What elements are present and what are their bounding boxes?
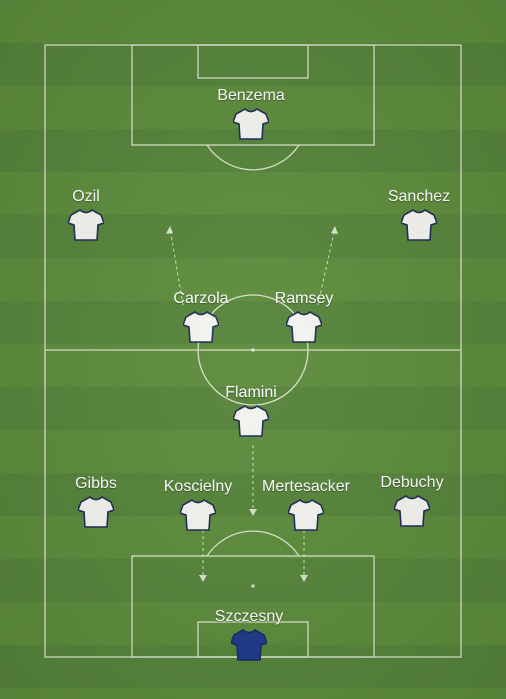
player-mertesacker[interactable]: Mertesacker [246,478,366,531]
player-debuchy[interactable]: Debuchy [352,474,472,527]
top-goal-area [197,44,309,79]
run-arrow-ramsey [317,227,336,306]
run-arrow-carzola [169,227,184,306]
player-name: Debuchy [380,474,444,491]
white-shirt-icon [288,499,324,531]
player-ramsey[interactable]: Ramsey [244,290,364,343]
top-penalty-arc [206,144,300,171]
player-name: Ozil [72,188,100,205]
centre-spot [251,348,255,352]
navy-goalkeeper-shirt-icon [231,629,267,661]
bottom-penalty-arc [206,530,300,557]
player-ozil[interactable]: Ozil [26,188,146,241]
player-name: Carzola [173,290,229,307]
player-name: Mertesacker [261,478,351,495]
player-koscielny[interactable]: Koscielny [138,478,258,531]
player-carzola[interactable]: Carzola [141,290,261,343]
white-shirt-icon [401,209,437,241]
arrowhead-carzola [166,226,173,234]
white-shirt-icon [286,311,322,343]
arrowhead-mertesacker [300,575,308,582]
player-name: Flamini [225,384,277,401]
arrowhead-flamini [249,509,257,516]
white-shirt-icon [183,311,219,343]
arrowhead-ramsey [331,226,338,234]
player-flamini[interactable]: Flamini [191,384,311,437]
player-name: Ramsey [274,290,334,307]
player-name: Gibbs [75,475,117,492]
arrowhead-koscielny [199,575,207,582]
player-sanchez[interactable]: Sanchez [359,188,479,241]
white-shirt-icon [233,405,269,437]
player-name: Benzema [217,87,285,104]
player-benzema[interactable]: Benzema [191,87,311,140]
white-shirt-icon [394,495,430,527]
white-shirt-icon [180,499,216,531]
player-szczesny[interactable]: Szczesny [189,608,309,661]
white-shirt-icon [68,209,104,241]
player-name: Koscielny [163,478,233,495]
player-name: Szczesny [214,608,284,625]
bottom-penalty-spot [251,584,255,588]
white-shirt-icon [78,496,114,528]
player-gibbs[interactable]: Gibbs [36,475,156,528]
white-shirt-icon [233,108,269,140]
player-name: Sanchez [387,188,451,205]
centre-circle [197,294,309,406]
